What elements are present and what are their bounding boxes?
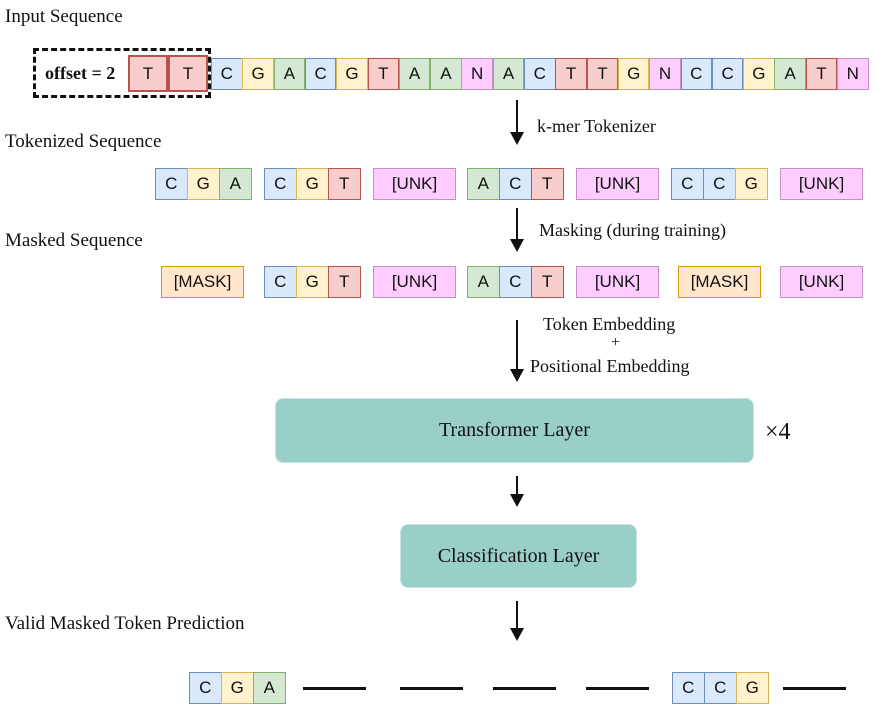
masked-token-special: [MASK] bbox=[678, 266, 761, 298]
base-cell: C bbox=[680, 58, 713, 90]
missing-token-dash bbox=[586, 687, 649, 690]
base-cell: T bbox=[555, 58, 587, 90]
missing-token-dash bbox=[493, 687, 556, 690]
predicted-token-base: C bbox=[704, 672, 737, 704]
base-cell: T bbox=[586, 58, 619, 90]
base-cell: G bbox=[743, 58, 775, 90]
token-embedding-label: Token Embedding bbox=[543, 314, 676, 334]
masked-token-special: [UNK] bbox=[576, 266, 659, 298]
offset-token: T bbox=[128, 55, 168, 92]
input-sequence-label: Input Sequence bbox=[5, 6, 123, 27]
masked-token-base: T bbox=[328, 266, 361, 298]
arrow-down-icon bbox=[510, 320, 524, 382]
base-cell: C bbox=[524, 58, 556, 90]
base-cell: N bbox=[649, 58, 681, 90]
predicted-token-base: C bbox=[672, 672, 705, 704]
masked-token-base: G bbox=[296, 266, 329, 298]
tokenized-token-base: A bbox=[467, 168, 500, 200]
base-cell: T bbox=[367, 58, 400, 90]
base-cell: A bbox=[430, 58, 462, 90]
missing-token-dash bbox=[303, 687, 366, 690]
tokenized-token-base: G bbox=[735, 168, 768, 200]
masked-token-base: T bbox=[531, 266, 564, 298]
masked-token-special: [UNK] bbox=[780, 266, 863, 298]
base-cell: N bbox=[461, 58, 493, 90]
offset-box bbox=[33, 48, 211, 98]
classification-layer-label: Classification Layer bbox=[437, 544, 600, 567]
base-cell: A bbox=[774, 58, 806, 90]
tokenized-token-base: C bbox=[671, 168, 704, 200]
tokenized-token-base: T bbox=[328, 168, 361, 200]
base-cell: G bbox=[336, 58, 368, 90]
transformer-layer-label: Transformer Layer bbox=[439, 419, 590, 441]
positional-embedding-label: Positional Embedding bbox=[530, 356, 690, 376]
tokenized-token-base: T bbox=[531, 168, 564, 200]
classification-layer: Classification Layer bbox=[400, 524, 637, 588]
arrow-down-icon bbox=[510, 100, 524, 145]
base-cell: C bbox=[304, 58, 337, 90]
base-cell: N bbox=[837, 58, 869, 90]
transformer-layer: Transformer Layer bbox=[275, 398, 754, 463]
missing-token-dash bbox=[783, 687, 846, 690]
predicted-token-base: A bbox=[253, 672, 286, 704]
tokenized-token-base: G bbox=[187, 168, 220, 200]
masked-token-special: [UNK] bbox=[373, 266, 456, 298]
predicted-token-base: G bbox=[736, 672, 769, 704]
base-cell: C bbox=[211, 58, 243, 90]
repeat-label: ×4 bbox=[765, 419, 791, 445]
base-cell: A bbox=[398, 58, 431, 90]
tokenized-token-base: C bbox=[155, 168, 188, 200]
masked-token-special: [MASK] bbox=[161, 266, 244, 298]
predicted-token-base: C bbox=[189, 672, 222, 704]
tokenized-token-special: [UNK] bbox=[373, 168, 456, 200]
tokenizer-step-label: k-mer Tokenizer bbox=[537, 116, 656, 136]
tokenized-token-base: C bbox=[264, 168, 297, 200]
base-cell: A bbox=[492, 58, 525, 90]
plus-label: + bbox=[611, 334, 621, 351]
tokenized-sequence-label: Tokenized Sequence bbox=[5, 131, 162, 152]
masking-step-label: Masking (during training) bbox=[539, 220, 726, 240]
offset-token: T bbox=[168, 55, 208, 92]
tokenized-token-special: [UNK] bbox=[780, 168, 863, 200]
tokenized-token-base: A bbox=[219, 168, 252, 200]
arrow-down-icon bbox=[510, 601, 524, 641]
tokenized-token-base: G bbox=[296, 168, 329, 200]
base-cell: T bbox=[805, 58, 838, 90]
missing-token-dash bbox=[400, 687, 463, 690]
prediction-label: Valid Masked Token Prediction bbox=[5, 613, 245, 634]
masked-token-base: C bbox=[264, 266, 297, 298]
base-cell: A bbox=[273, 58, 306, 90]
tokenized-token-special: [UNK] bbox=[576, 168, 659, 200]
offset-label: offset = 2 bbox=[45, 63, 116, 83]
tokenized-token-base: C bbox=[499, 168, 532, 200]
arrow-down-icon bbox=[510, 208, 524, 252]
tokenized-token-base: C bbox=[703, 168, 736, 200]
masked-token-base: A bbox=[467, 266, 500, 298]
base-cell: G bbox=[242, 58, 274, 90]
masked-sequence-label: Masked Sequence bbox=[5, 230, 143, 251]
base-cell: C bbox=[711, 58, 744, 90]
arrow-down-icon bbox=[510, 476, 524, 507]
predicted-token-base: G bbox=[221, 672, 254, 704]
base-cell: G bbox=[617, 58, 650, 90]
masked-token-base: C bbox=[499, 266, 532, 298]
